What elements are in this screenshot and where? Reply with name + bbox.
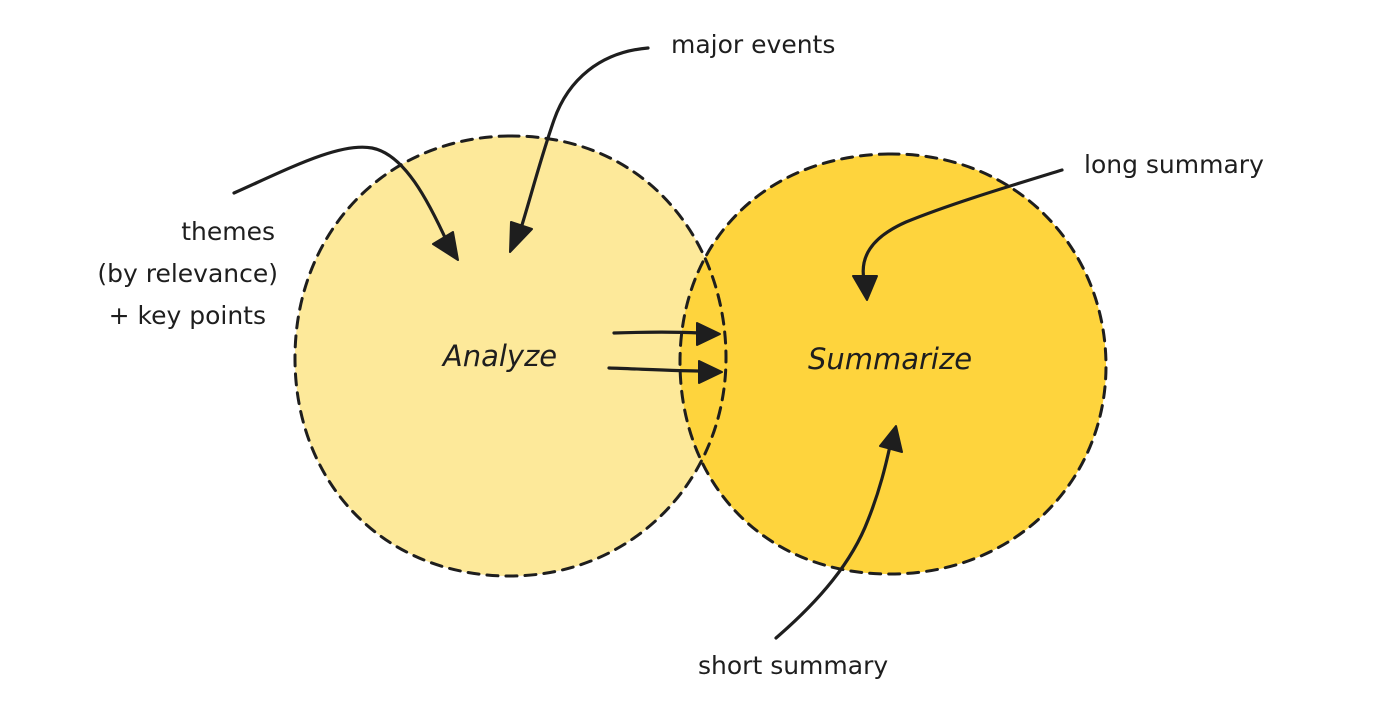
themes-arrow (232, 145, 459, 261)
analyze-circle-fill (294, 135, 726, 577)
major-events-label: major events (671, 30, 835, 59)
themes-label-line2: (by relevance) (97, 259, 278, 288)
analyze-node (294, 135, 726, 577)
long-summary-label: long summary (1084, 150, 1264, 179)
analyze-to-summarize-arrow-1 (612, 322, 721, 346)
summarize-label: Summarize (808, 342, 972, 376)
short-summary-label: short summary (698, 651, 888, 680)
long-summary-arrow (852, 168, 1064, 301)
major-events-arrow (509, 46, 650, 253)
analyze-to-summarize-arrow-2 (607, 360, 723, 384)
themes-label-line3: + key points (109, 301, 266, 330)
short-summary-arrow (774, 425, 903, 640)
summarize-circle-outline (678, 152, 1108, 576)
summarize-node (680, 153, 1106, 575)
analyze-label: Analyze (441, 339, 557, 373)
summarize-circle-fill (680, 153, 1106, 575)
themes-label-line1: themes (181, 217, 275, 246)
analyze-circle-outline (293, 134, 728, 578)
